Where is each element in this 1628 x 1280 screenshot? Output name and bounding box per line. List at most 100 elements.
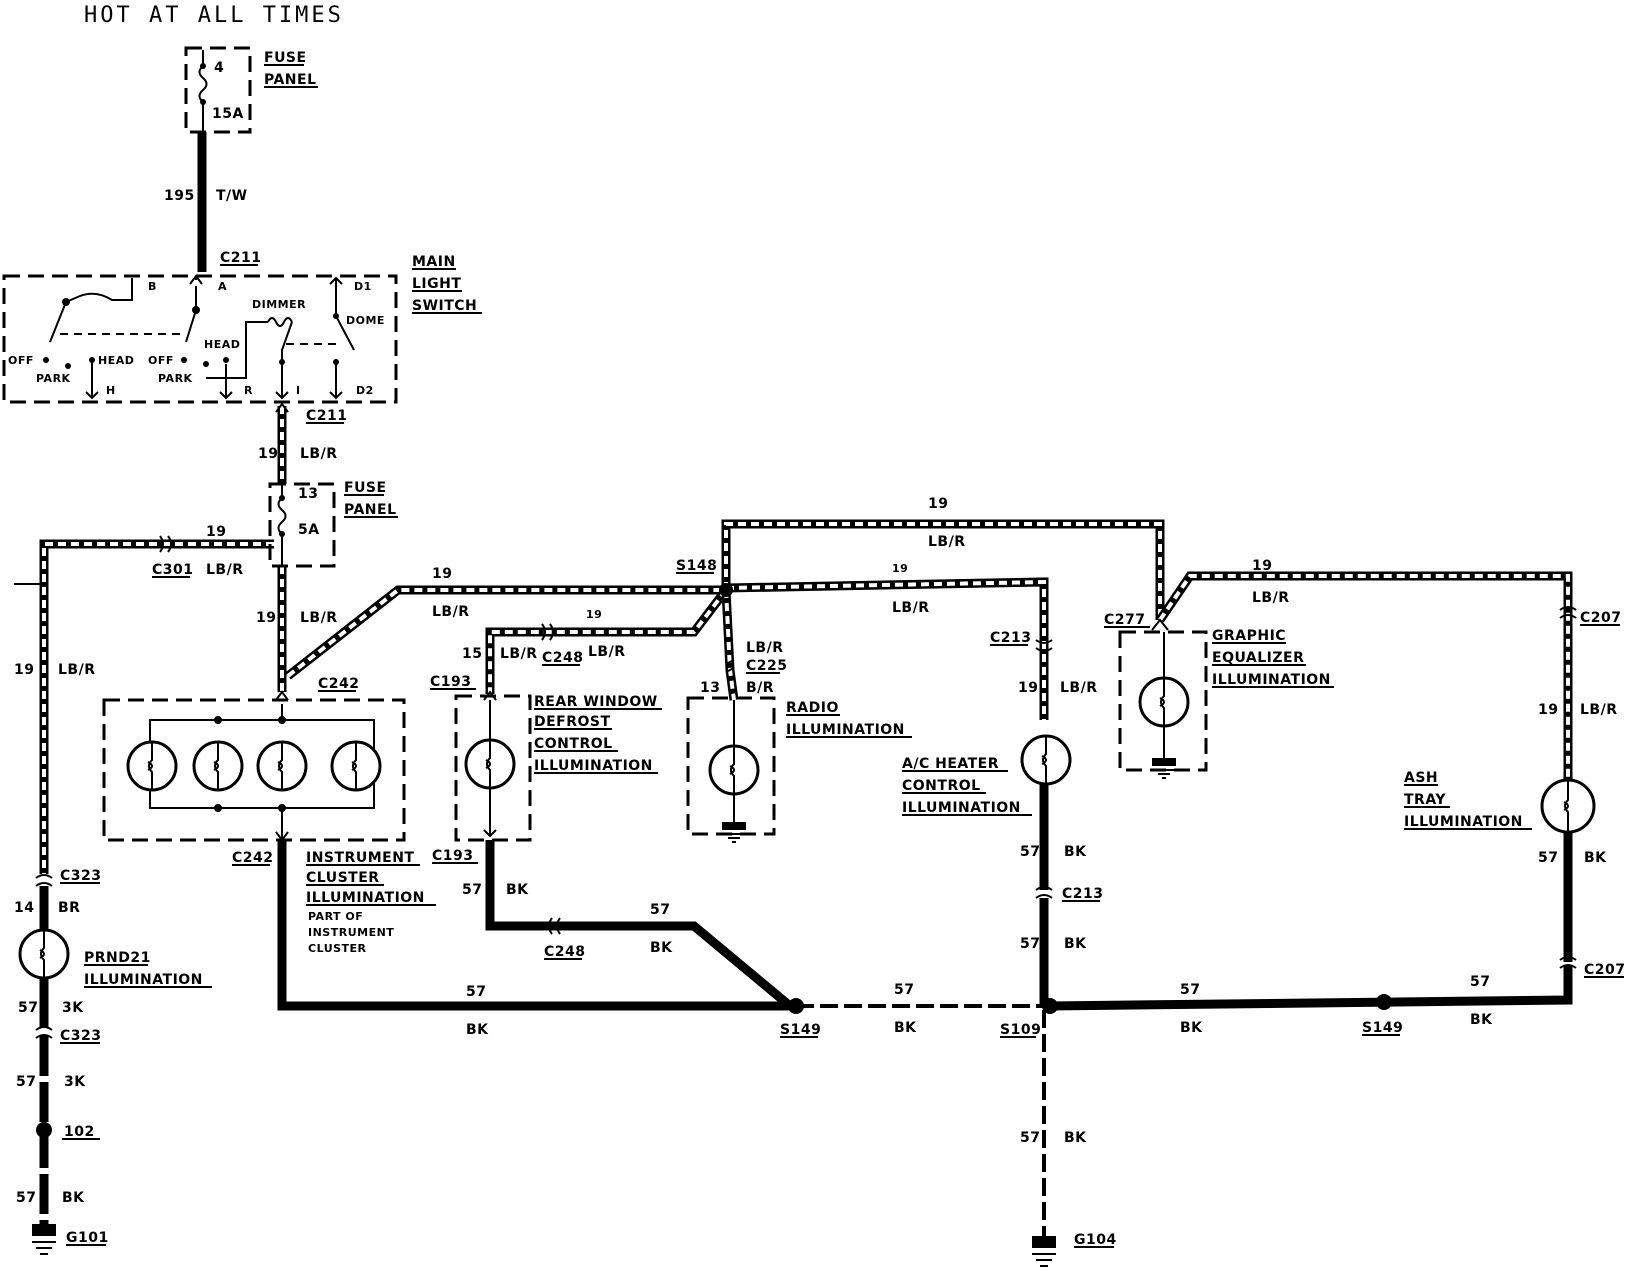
connector-c213-top: C213 <box>990 630 1032 646</box>
wire-lbr-left: LB/R <box>58 662 96 678</box>
wire-bk-c248: BK <box>650 940 673 956</box>
wire-57-g104: 57 <box>1020 1130 1040 1146</box>
wire-57-mid: 57 <box>894 982 914 998</box>
wire-57-g101: 57 <box>16 1190 36 1206</box>
wire-57-lower: 57 <box>16 1074 36 1090</box>
graphic-eq-bulb-icon <box>1138 632 1190 758</box>
fuse-4-number: 4 <box>214 60 224 76</box>
instrument-cluster-box <box>102 698 406 842</box>
wire-19-a: 19 <box>258 446 278 462</box>
splice-s148-dot <box>719 583 733 597</box>
wire-57-c207: 57 <box>1470 974 1490 990</box>
cluster-note-3: CLUSTER <box>308 942 367 955</box>
wire-19-c277: 19 <box>1252 558 1272 574</box>
wire-19-center: 19 <box>256 610 276 626</box>
splice-s149-left-dot <box>788 998 804 1014</box>
wire-195-color: T/W <box>216 188 248 204</box>
wire-57-c248: 57 <box>650 902 670 918</box>
wire-57-cluster: 57 <box>466 984 486 1000</box>
diagram-title: HOT AT ALL TIMES <box>84 3 344 28</box>
wire-15-c193: 15 <box>462 646 482 662</box>
ac-heater-label-3: ILLUMINATION <box>902 800 1021 816</box>
wire-lbr-c248: LB/R <box>588 644 626 660</box>
connector-c242-bottom: C242 <box>232 850 274 866</box>
ac-heater-bulb-icon <box>1020 734 1072 786</box>
switch-pin-b: B <box>148 280 157 293</box>
splice-s102-dot <box>36 1122 52 1138</box>
cluster-label-3: ILLUMINATION <box>306 890 425 906</box>
bk-wires <box>39 784 1573 1236</box>
splice-s149-right: S149 <box>1362 1020 1403 1036</box>
wire-57-s109: 57 <box>1020 936 1040 952</box>
wire-19-c248: 19 <box>586 608 602 621</box>
rear-window-label-2: DEFROST <box>534 714 611 730</box>
switch-head-left: HEAD <box>98 354 134 367</box>
switch-dimmer: DIMMER <box>252 298 306 311</box>
fuse-5a-rating: 5A <box>298 522 320 538</box>
connector-c301: C301 <box>152 562 194 578</box>
ash-tray-bulb-icon <box>1540 778 1596 834</box>
connector-c213-bottom: C213 <box>1062 886 1104 902</box>
cluster-bulb-2-icon <box>192 740 244 792</box>
connector-c248-top: C248 <box>542 650 584 666</box>
ash-tray-label-2: TRAY <box>1404 792 1446 808</box>
wire-bk-c193: BK <box>506 882 529 898</box>
wire-bk-prndl: 3K <box>62 1000 84 1016</box>
wire-bk-lower: 3K <box>64 1074 86 1090</box>
switch-pin-d1: D1 <box>354 280 372 293</box>
wire-lbr-center: LB/R <box>300 610 338 626</box>
wire-13-radio: 13 <box>700 680 720 696</box>
connector-c211-bottom: C211 <box>306 408 348 424</box>
wire-bk-g101: BK <box>62 1190 85 1206</box>
lbr-wires <box>39 406 1573 874</box>
splice-s109-dot <box>1042 998 1058 1014</box>
graphic-eq-label-3: ILLUMINATION <box>1212 672 1331 688</box>
cluster-label-2: CLUSTER <box>306 870 380 886</box>
wire-lbr-a: LB/R <box>300 446 338 462</box>
wire-lbr-ac: LB/R <box>1060 680 1098 696</box>
fuse-panel-1-box <box>184 46 252 134</box>
wire-19-s148-c213: 19 <box>892 562 908 575</box>
cluster-label-1: INSTRUMENT <box>306 850 414 866</box>
wire-bk-g104: BK <box>1064 1130 1087 1146</box>
main-light-switch-label-3: SWITCH <box>412 298 477 314</box>
switch-pin-a: A <box>218 280 227 293</box>
connector-c242-top: C242 <box>318 676 360 692</box>
wire-lbr-top-loop: LB/R <box>928 534 966 550</box>
wire-19-ash: 19 <box>1538 702 1558 718</box>
connector-c193-bottom: C193 <box>432 848 474 864</box>
wire-lbr-diag: LB/R <box>432 604 470 620</box>
cluster-note-2: INSTRUMENT <box>308 926 394 939</box>
main-light-switch-label-2: LIGHT <box>412 276 461 292</box>
rear-window-label-1: REAR WINDOW <box>534 694 658 710</box>
wire-bk-c207: BK <box>1470 1012 1493 1028</box>
wire-19-left: 19 <box>14 662 34 678</box>
rear-window-label-4: ILLUMINATION <box>534 758 653 774</box>
wire-57-ac: 57 <box>1020 844 1040 860</box>
wire-bk-s109: BK <box>1064 936 1087 952</box>
switch-head-right: HEAD <box>204 338 240 351</box>
connector-c207-bottom: C207 <box>1584 962 1626 978</box>
graphic-eq-ground-icon <box>1152 758 1176 779</box>
ash-tray-label-3: ILLUMINATION <box>1404 814 1523 830</box>
connector-c323-top: C323 <box>60 868 102 884</box>
connector-c323-bottom: C323 <box>60 1028 102 1044</box>
fuse-panel-2-box <box>268 482 336 568</box>
cluster-note-1: PART OF <box>308 910 363 923</box>
radio-ground-icon <box>722 822 746 843</box>
wire-lbr-ash: LB/R <box>1580 702 1618 718</box>
switch-pin-d2: D2 <box>356 384 374 397</box>
ground-g101: G101 <box>66 1230 109 1246</box>
wire-19-top-loop: 19 <box>928 496 948 512</box>
ground-g101-icon <box>32 1224 56 1255</box>
connector-c248-bottom: C248 <box>544 944 586 960</box>
ground-g104-icon <box>1032 1236 1056 1267</box>
radio-label-2: ILLUMINATION <box>786 722 905 738</box>
wire-bk-mid: BK <box>894 1020 917 1036</box>
connector-c225: C225 <box>746 658 788 674</box>
switch-off-right: OFF <box>148 354 174 367</box>
fuse-panel-2-label-1: FUSE <box>344 480 387 496</box>
wire-57-ash: 57 <box>1538 850 1558 866</box>
wire-lbr-c301: LB/R <box>206 562 244 578</box>
cluster-bulb-4-icon <box>330 740 382 792</box>
